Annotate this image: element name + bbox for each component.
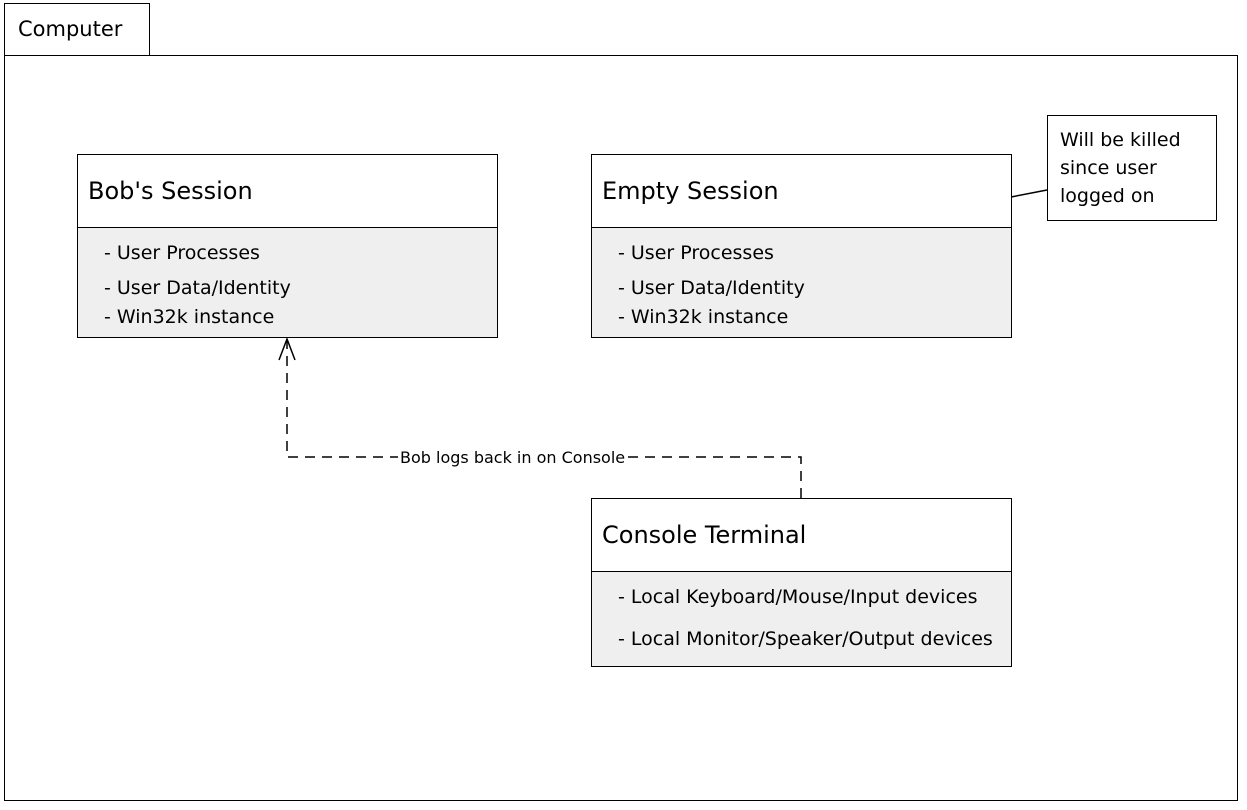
- bobs-session-item: - User Processes: [104, 242, 260, 264]
- bobs-session-item: - User Data/Identity: [104, 277, 291, 299]
- bobs-session-box: Bob's Session - User Processes - User Da…: [77, 154, 498, 338]
- login-edge-label: Bob logs back in on Console: [398, 448, 628, 467]
- bobs-session-item: - Win32k instance: [104, 306, 275, 328]
- empty-session-box: Empty Session - User Processes - User Da…: [591, 154, 1012, 338]
- note-line: since user: [1060, 157, 1157, 179]
- killed-session-note: Will be killed since user logged on: [1047, 115, 1217, 221]
- empty-session-item: - User Processes: [618, 242, 774, 264]
- package-body: [4, 55, 1238, 801]
- empty-session-item: - Win32k instance: [618, 306, 789, 328]
- console-terminal-item: - Local Monitor/Speaker/Output devices: [618, 628, 993, 650]
- bobs-session-header: Bob's Session: [78, 155, 497, 228]
- bobs-session-title: Bob's Session: [88, 177, 253, 205]
- note-line: logged on: [1060, 185, 1155, 207]
- console-terminal-item: - Local Keyboard/Mouse/Input devices: [618, 586, 978, 608]
- console-terminal-header: Console Terminal: [592, 499, 1011, 572]
- note-line: Will be killed: [1060, 129, 1181, 151]
- console-terminal-title: Console Terminal: [602, 521, 807, 549]
- package-tab: Computer: [4, 3, 150, 55]
- console-terminal-body: - Local Keyboard/Mouse/Input devices - L…: [592, 572, 1011, 666]
- empty-session-body: - User Processes - User Data/Identity - …: [592, 228, 1011, 337]
- empty-session-header: Empty Session: [592, 155, 1011, 228]
- empty-session-title: Empty Session: [602, 177, 779, 205]
- console-terminal-box: Console Terminal - Local Keyboard/Mouse/…: [591, 498, 1012, 667]
- empty-session-item: - User Data/Identity: [618, 277, 805, 299]
- bobs-session-body: - User Processes - User Data/Identity - …: [78, 228, 497, 337]
- package-title: Computer: [18, 17, 123, 41]
